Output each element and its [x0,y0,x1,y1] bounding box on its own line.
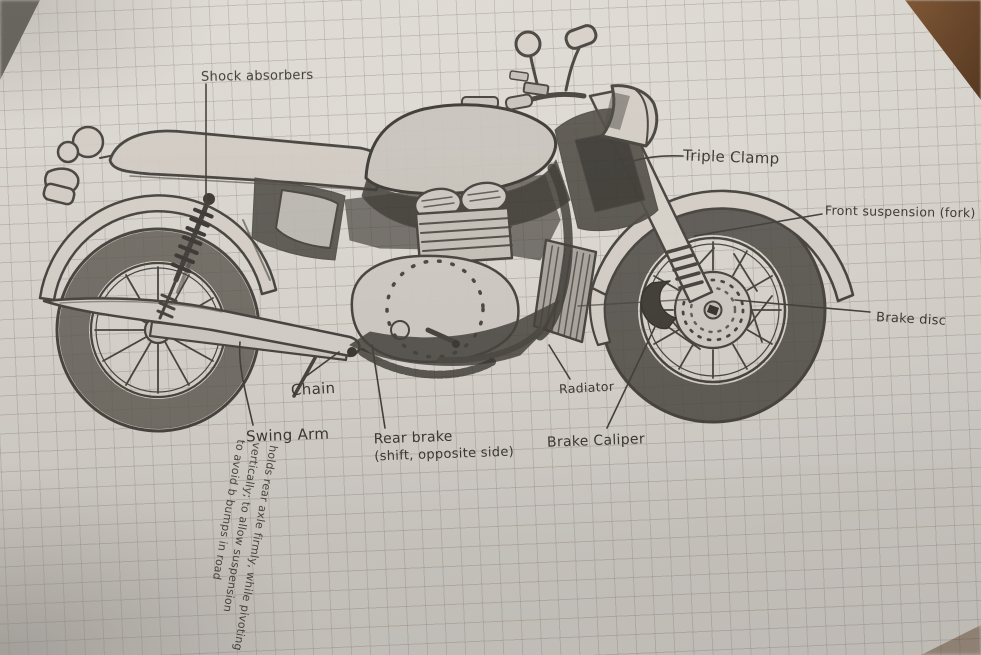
brake-disc-part [681,278,745,342]
chain-part [358,348,496,379]
leader-brake-caliper [606,311,663,429]
leader-rear-brake [371,344,386,429]
leader-front-suspension [693,213,823,237]
tail-lights [42,125,141,206]
fuel-tank [364,96,558,196]
mirror-right-stalk [564,44,582,92]
front-wheel [599,196,827,424]
leader-triple-clamp [623,155,684,165]
label-rear-brake: Rear brake (shift, opposite side) [373,427,514,466]
mirror-left [514,30,542,58]
brake-caliper-part [640,280,677,330]
seat [108,129,387,192]
shock-absorber [156,193,215,320]
label-shock-absorbers: Shock absorbers [200,68,314,85]
label-triple-clamp: Triple Clamp [682,146,780,168]
label-radiator: Radiator [558,378,615,397]
leader-swing-arm [238,341,254,426]
label-front-suspension: Front suspension (fork) [824,202,976,221]
leader-brake-disc [734,299,871,313]
label-chain: Chain [290,378,336,400]
headlight [600,84,659,148]
handlebars [504,24,598,111]
rear-fender [38,194,278,302]
leader-lines [205,83,871,429]
label-brake-caliper: Brake Caliper [546,431,646,451]
leader-radiator [548,344,571,380]
leader-chain [304,351,340,378]
mirror-right [564,24,598,50]
